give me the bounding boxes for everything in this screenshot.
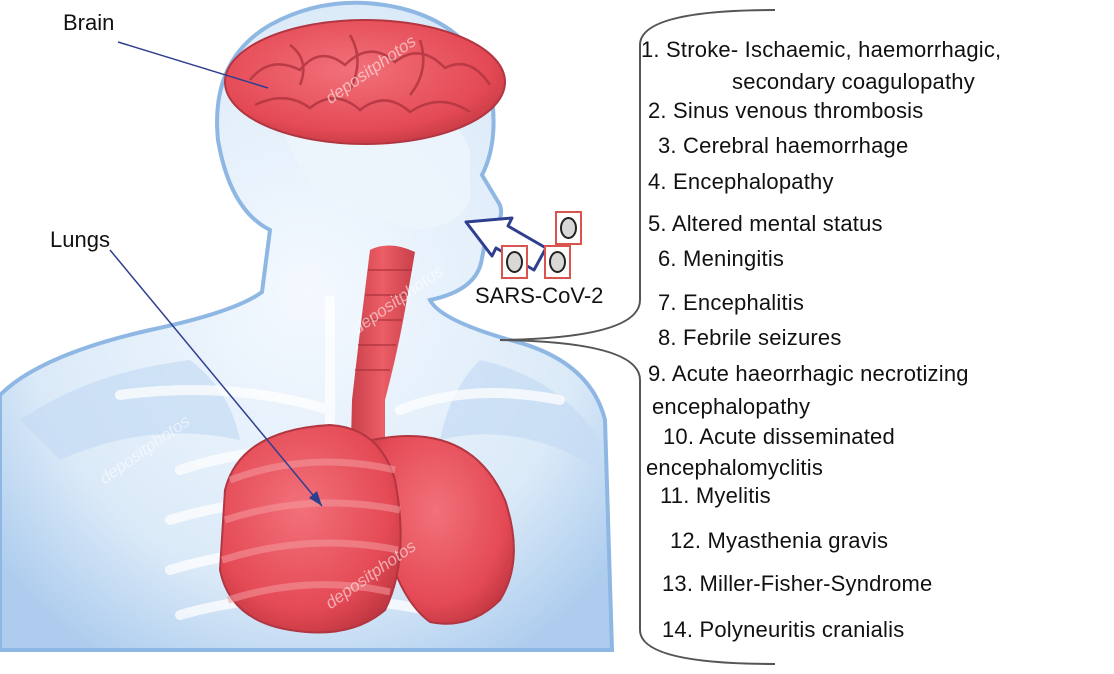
- list-item: 11. Myelitis: [660, 483, 771, 509]
- list-item: 8. Febrile seizures: [658, 325, 842, 351]
- virus-particle: [556, 212, 581, 244]
- list-item: 5. Altered mental status: [648, 211, 883, 237]
- list-item: 10. Acute disseminated: [663, 424, 895, 450]
- list-item: 2. Sinus venous thrombosis: [648, 98, 923, 124]
- virus-particle: [502, 246, 527, 278]
- list-item: 13. Miller-Fisher-Syndrome: [662, 571, 933, 597]
- list-item: encephalopathy: [652, 394, 810, 420]
- brain-label: Brain: [63, 10, 114, 36]
- list-item: 12. Myasthenia gravis: [670, 528, 888, 554]
- lungs-organ: [220, 425, 514, 633]
- virus-label: SARS-CoV-2: [475, 283, 603, 309]
- list-item: 9. Acute haeorrhagic necrotizing: [648, 361, 969, 387]
- list-item: 3. Cerebral haemorrhage: [658, 133, 908, 159]
- list-item: 14. Polyneuritis cranialis: [662, 617, 904, 643]
- list-item: 7. Encephalitis: [658, 290, 804, 316]
- virus-particle: [545, 246, 570, 278]
- lungs-label: Lungs: [50, 227, 110, 253]
- list-item: 1. Stroke- Ischaemic, haemorrhagic,: [641, 37, 1001, 63]
- list-item: encephalomyclitis: [646, 455, 823, 481]
- list-item: 4. Encephalopathy: [648, 169, 834, 195]
- list-item: secondary coagulopathy: [732, 69, 975, 95]
- list-item: 6. Meningitis: [658, 246, 784, 272]
